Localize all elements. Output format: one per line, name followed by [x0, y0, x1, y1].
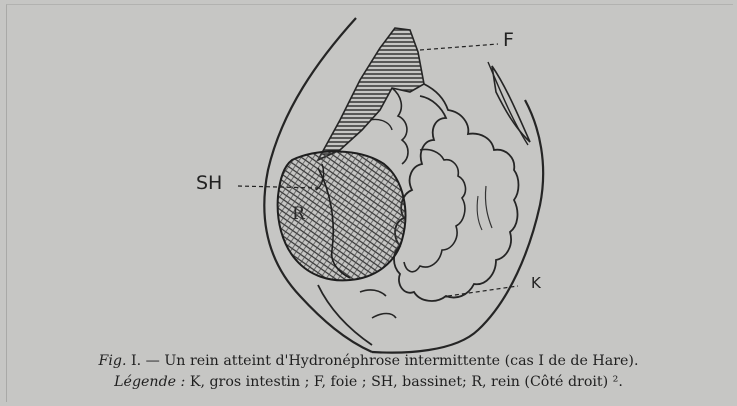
label-F: F [503, 31, 514, 50]
caption-line-2: Légende : K, gros intestin ; F, foie ; S… [0, 375, 737, 389]
leader-F [420, 44, 498, 50]
caption-legend-prefix: Légende : [114, 374, 185, 390]
right-flap [492, 66, 530, 142]
intestine-fold-lines [485, 186, 492, 228]
intestine-upper-loops [392, 88, 408, 164]
caption-fig-prefix: Fig. [99, 353, 127, 369]
intestine-outline [394, 84, 519, 301]
label-SH: SH [196, 174, 222, 193]
lower-curve-1 [360, 290, 386, 296]
caption-title-text: I. — Un rein atteint d'Hydronéphrose int… [127, 353, 639, 369]
caption-legend-text: K, gros intestin ; F, foie ; SH, bassine… [185, 374, 623, 390]
label-K: K [531, 276, 541, 291]
intestine-inner-outline [404, 149, 465, 271]
liver-hatched-area [318, 28, 424, 160]
caption-line-1: Fig. I. — Un rein atteint d'Hydronéphros… [0, 354, 737, 368]
lower-curve-2 [372, 314, 396, 319]
label-R: R [292, 206, 305, 223]
